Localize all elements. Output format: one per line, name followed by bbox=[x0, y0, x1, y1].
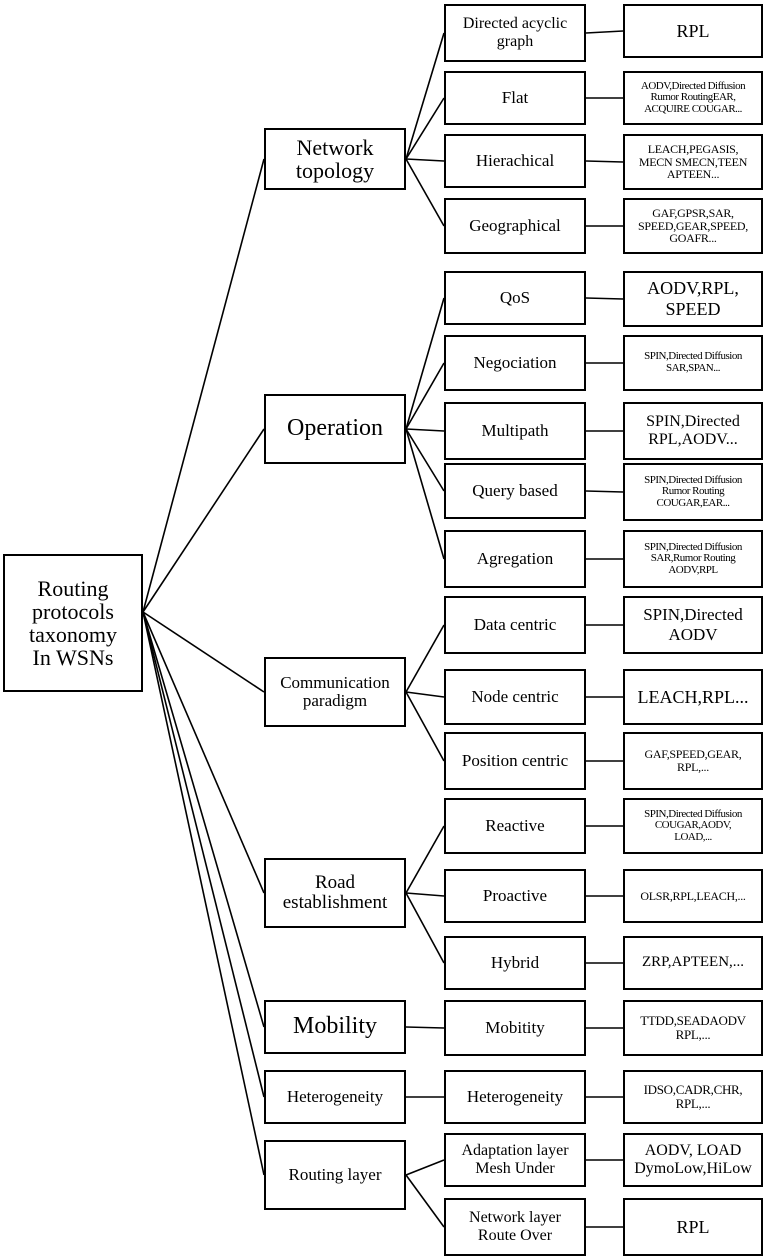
edge-operation-to-negociation bbox=[405, 362, 445, 430]
criterion-mobility: Mobility bbox=[264, 1000, 406, 1054]
class-heterogeneity: Heterogeneity bbox=[444, 1070, 586, 1124]
edge-root-to-communication-paradigm bbox=[142, 611, 265, 693]
protocols-hierachical: LEACH,PEGASIS, MECN SMECN,TEEN APTEEN... bbox=[623, 134, 763, 190]
edge-root-to-heterogeneity bbox=[142, 611, 265, 1098]
protocols-directed-acyclic-graph: RPL bbox=[623, 4, 763, 58]
class-geographical: Geographical bbox=[444, 198, 586, 254]
protocols-multipath: SPIN,Directed RPL,AODV... bbox=[623, 402, 763, 460]
protocols-geographical: GAF,GPSR,SAR, SPEED,GEAR,SPEED, GOAFR... bbox=[623, 198, 763, 254]
class-network-layer-route-over: Network layer Route Over bbox=[444, 1198, 586, 1256]
class-directed-acyclic-graph: Directed acyclic graph bbox=[444, 4, 586, 62]
class-negociation: Negociation bbox=[444, 335, 586, 391]
edge-operation-to-query-based bbox=[405, 428, 445, 492]
edge-operation-to-multipath bbox=[405, 428, 445, 432]
edge-operation-to-qos bbox=[405, 297, 445, 430]
protocols-adaptation-layer-mesh-under: AODV, LOAD DymoLow,HiLow bbox=[623, 1133, 763, 1187]
protocols-qos: AODV,RPL, SPEED bbox=[623, 271, 763, 327]
class-hybrid: Hybrid bbox=[444, 936, 586, 990]
edge-road-establishment-to-reactive bbox=[405, 825, 445, 894]
class-hierachical: Hierachical bbox=[444, 134, 586, 188]
class-node-centric: Node centric bbox=[444, 669, 586, 725]
edge-mobility-to-mobitity bbox=[405, 1026, 445, 1029]
class-mobitity: Mobitity bbox=[444, 1000, 586, 1056]
edge-communication-paradigm-to-position-centric bbox=[405, 691, 445, 762]
protocols-proactive: OLSR,RPL,LEACH,... bbox=[623, 869, 763, 923]
protocols-negociation: SPIN,Directed Diffusion SAR,SPAN... bbox=[623, 335, 763, 391]
class-agregation: Agregation bbox=[444, 530, 586, 588]
class-flat: Flat bbox=[444, 71, 586, 125]
class-proactive: Proactive bbox=[444, 869, 586, 923]
edge-network-topology-to-hierachical bbox=[405, 158, 445, 162]
protocols-position-centric: GAF,SPEED,GEAR, RPL,... bbox=[623, 732, 763, 790]
protocols-flat: AODV,Directed Diffusion Rumor RoutingEAR… bbox=[623, 71, 763, 125]
edge-communication-paradigm-to-data-centric bbox=[405, 624, 445, 693]
class-adaptation-layer-mesh-under: Adaptation layer Mesh Under bbox=[444, 1133, 586, 1187]
edge-road-establishment-to-proactive bbox=[405, 892, 445, 897]
edge-network-topology-to-geographical bbox=[405, 158, 445, 227]
class-query-based: Query based bbox=[444, 463, 586, 519]
edge-network-topology-to-directed-acyclic-graph bbox=[405, 32, 445, 160]
protocols-heterogeneity: IDSO,CADR,CHR, RPL,... bbox=[623, 1070, 763, 1124]
edge-network-topology-to-flat bbox=[405, 97, 445, 160]
criterion-routing-layer: Routing layer bbox=[264, 1140, 406, 1210]
edge-root-to-mobility bbox=[142, 611, 265, 1028]
protocols-hybrid: ZRP,APTEEN,... bbox=[623, 936, 763, 990]
edge-routing-layer-to-network-layer-route-over bbox=[405, 1174, 445, 1228]
protocols-reactive: SPIN,Directed Diffusion COUGAR,AODV, LOA… bbox=[623, 798, 763, 854]
edge-root-to-network-topology bbox=[142, 158, 265, 613]
protocols-query-based: SPIN,Directed Diffusion Rumor Routing CO… bbox=[623, 463, 763, 521]
protocols-network-layer-route-over: RPL bbox=[623, 1198, 763, 1256]
edge-communication-paradigm-to-node-centric bbox=[405, 691, 445, 698]
edge-road-establishment-to-hybrid bbox=[405, 892, 445, 964]
criterion-network-topology: Network topology bbox=[264, 128, 406, 190]
criterion-heterogeneity: Heterogeneity bbox=[264, 1070, 406, 1124]
edge-root-to-road-establishment bbox=[142, 611, 265, 894]
edge-root-to-operation bbox=[142, 428, 265, 613]
class-qos: QoS bbox=[444, 271, 586, 325]
edge-routing-layer-to-adaptation-layer-mesh-under bbox=[405, 1159, 445, 1176]
edge-qos-to-protocols bbox=[585, 297, 624, 300]
protocols-agregation: SPIN,Directed Diffusion SAR,Rumor Routin… bbox=[623, 530, 763, 588]
edge-hierachical-to-protocols bbox=[585, 160, 624, 163]
criterion-road-establishment: Road establishment bbox=[264, 858, 406, 928]
root-node: Routing protocols taxonomy In WSNs bbox=[3, 554, 143, 692]
criterion-operation: Operation bbox=[264, 394, 406, 464]
edge-operation-to-agregation bbox=[405, 428, 445, 560]
class-position-centric: Position centric bbox=[444, 732, 586, 790]
protocols-mobitity: TTDD,SEADAODV RPL,... bbox=[623, 1000, 763, 1056]
protocols-node-centric: LEACH,RPL... bbox=[623, 669, 763, 725]
edge-root-to-routing-layer bbox=[142, 611, 265, 1176]
class-data-centric: Data centric bbox=[444, 596, 586, 654]
class-reactive: Reactive bbox=[444, 798, 586, 854]
edge-query-based-to-protocols bbox=[585, 490, 624, 493]
protocols-data-centric: SPIN,Directed AODV bbox=[623, 596, 763, 654]
edge-directed-acyclic-graph-to-protocols bbox=[585, 30, 624, 34]
class-multipath: Multipath bbox=[444, 402, 586, 460]
criterion-communication-paradigm: Communication paradigm bbox=[264, 657, 406, 727]
